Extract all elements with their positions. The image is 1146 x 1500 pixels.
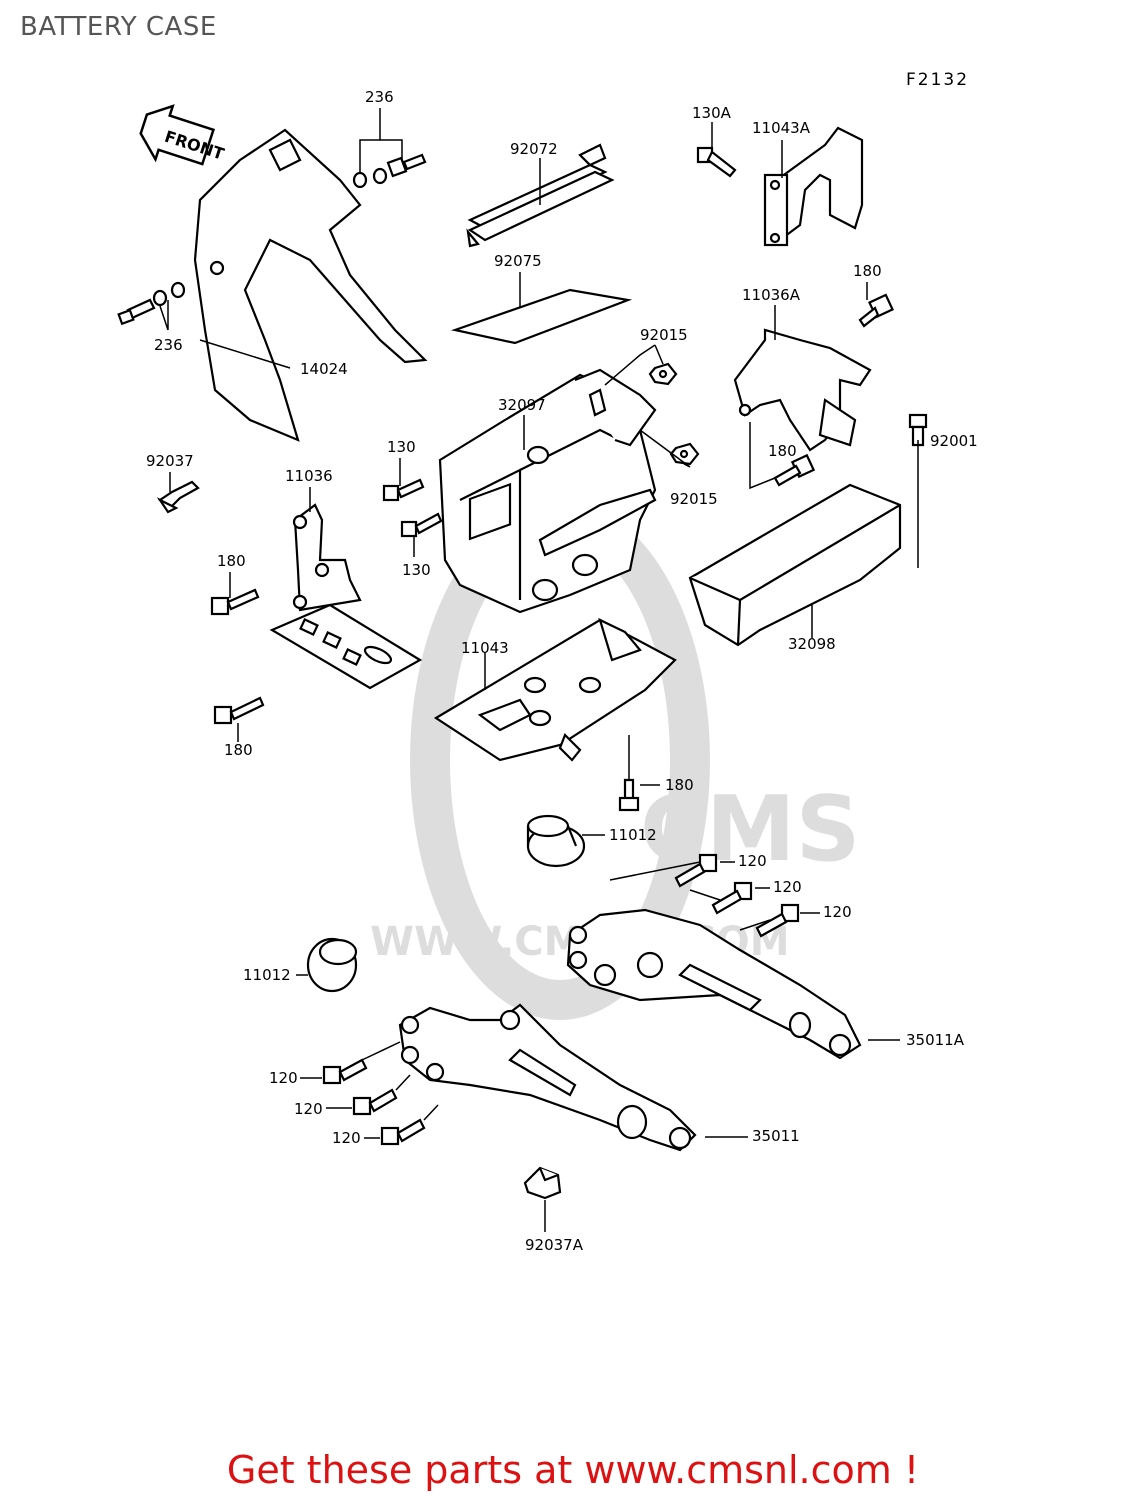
label-32098: 32098: [788, 635, 836, 653]
label-120-upper-3: 120: [823, 903, 852, 921]
label-11043: 11043: [461, 639, 509, 657]
page-title: BATTERY CASE: [20, 12, 217, 42]
label-92072: 92072: [510, 140, 558, 158]
bolt-130-lower: [400, 512, 443, 538]
label-120-lower-3: 120: [332, 1129, 361, 1147]
battery-strap-92072: [466, 143, 615, 248]
battery-case-32097: [438, 368, 657, 614]
label-92037A: 92037A: [525, 1236, 584, 1254]
bushing-11012-upper: [526, 814, 586, 868]
label-92001: 92001: [930, 432, 978, 450]
side-cover-14024: [193, 128, 428, 442]
bolt-120-upper-3: [755, 903, 800, 938]
label-120-lower-2: 120: [294, 1100, 323, 1118]
label-120-upper-2: 120: [773, 878, 802, 896]
label-120-lower-1: 120: [269, 1069, 298, 1087]
label-236-top: 236: [365, 88, 394, 106]
bracket-plate-11036: [269, 603, 423, 690]
bolt-180-center: [618, 778, 640, 812]
clip-92037: [156, 480, 200, 514]
label-130-upper: 130: [387, 438, 416, 456]
bolt-180-left-lower: [213, 696, 265, 725]
bolt-180-top: [858, 293, 894, 328]
label-120-upper-1: 120: [738, 852, 767, 870]
bolt-120-lower-1: [322, 1058, 368, 1085]
clip-92037A: [523, 1166, 562, 1200]
bracket-arm-35011A: [566, 908, 862, 1060]
nut-92015-top: [648, 362, 678, 386]
bolt-130-upper: [382, 478, 425, 502]
leader-lines: [159, 108, 919, 1232]
bolt-180-left-upper: [210, 588, 260, 616]
label-180-left-lower: 180: [224, 741, 253, 759]
bolt-236-top: [352, 153, 427, 189]
bolt-120-upper-1: [674, 853, 718, 888]
label-180-top-right: 180: [853, 262, 882, 280]
nut-92015-bottom: [669, 442, 700, 466]
label-236-left: 236: [154, 336, 183, 354]
label-14024: 14024: [300, 360, 348, 378]
label-92075: 92075: [494, 252, 542, 270]
bolt-92001: [908, 413, 928, 447]
promo-link[interactable]: Get these parts at www.cmsnl.com !: [226, 1448, 920, 1492]
label-35011A: 35011A: [906, 1031, 965, 1049]
bolt-120-lower-2: [352, 1088, 398, 1116]
battery-tray-32098: [688, 483, 902, 647]
figure-code: F2132: [906, 70, 970, 90]
label-130A: 130A: [692, 104, 732, 122]
label-92015-top: 92015: [640, 326, 688, 344]
front-arrow-icon: FRONT: [139, 104, 226, 166]
bolt-236-left: [117, 281, 186, 326]
label-130-lower: 130: [402, 561, 431, 579]
label-11036A: 11036A: [742, 286, 801, 304]
watermark-logo: CMS: [640, 777, 860, 882]
bracket-11043A: [763, 126, 864, 247]
bolt-180-mid-right: [773, 453, 816, 487]
label-11036: 11036: [285, 467, 333, 485]
label-11012-upper: 11012: [609, 826, 657, 844]
label-11043A: 11043A: [752, 119, 811, 137]
battery-pad-92075: [450, 288, 633, 345]
label-92015-bottom: 92015: [670, 490, 718, 508]
label-180-left-upper: 180: [217, 552, 246, 570]
bracket-11036A: [733, 328, 872, 452]
bolt-120-upper-2: [711, 881, 753, 915]
bolt-130A: [696, 146, 737, 178]
label-35011: 35011: [752, 1127, 800, 1145]
label-92037: 92037: [146, 452, 194, 470]
bracket-11036: [292, 503, 362, 612]
label-11012-lower: 11012: [243, 966, 291, 984]
bracket-arm-35011: [398, 1003, 697, 1152]
bolt-120-lower-3: [380, 1118, 426, 1146]
plate-11043: [433, 617, 677, 762]
label-180-mid-right: 180: [768, 442, 797, 460]
label-180-center: 180: [665, 776, 694, 794]
parts-diagram: CMS WWW.CMSNL.COM FRONT: [117, 88, 978, 1254]
label-32097: 32097: [498, 396, 546, 414]
bushing-11012-lower: [306, 937, 358, 993]
